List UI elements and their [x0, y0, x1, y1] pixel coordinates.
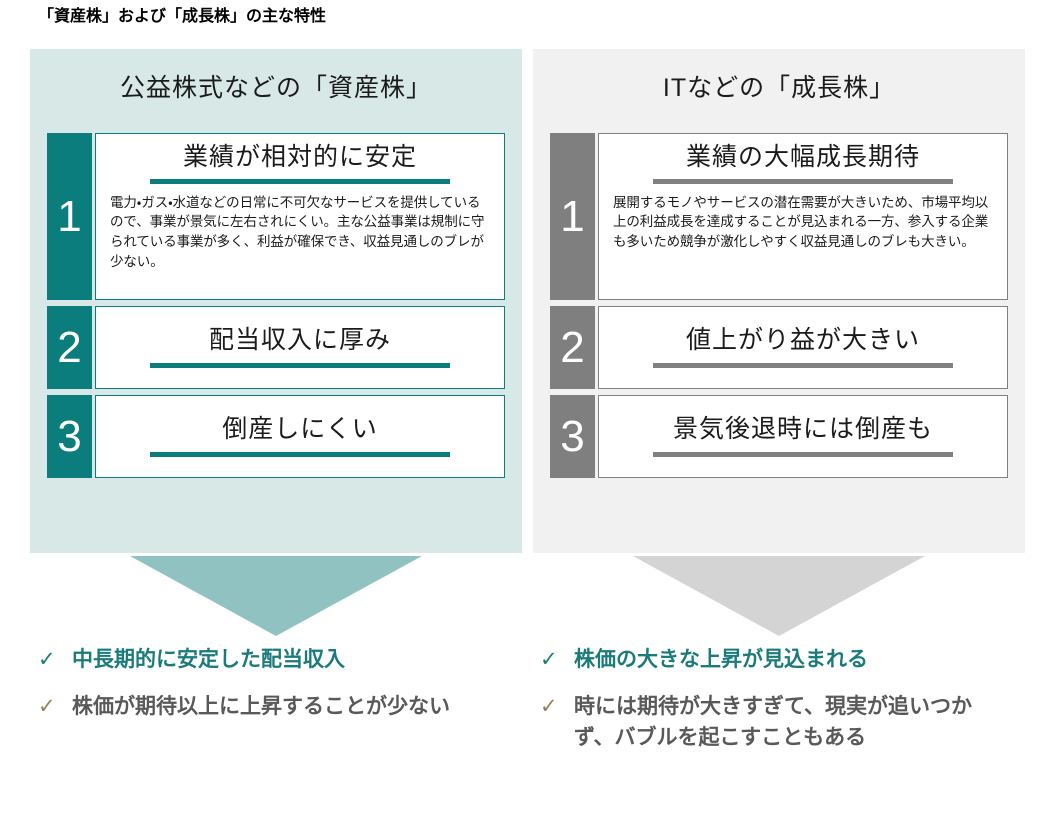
panel-asset-stock: 公益株式などの「資産株」 1 業績が相対的に安定 電力・ガス・水道などの日常に不…: [30, 49, 522, 553]
outcome-text: 株価が期待以上に上昇することが少ない: [72, 695, 450, 719]
item-list-growth-stock: 1 業績の大幅成長期待 展開するモノやサービスの潜在需要が大きいため、市場平均以…: [550, 133, 1008, 484]
outcome-list-growth-stock: ✓ 株価の大きな上昇が見込まれる ✓ 時には期待が大きすぎて、現実が追いつかず、…: [540, 645, 1010, 770]
item-row[interactable]: 3 倒産しにくい: [47, 395, 505, 478]
item-content: 値上がり益が大きい: [598, 306, 1008, 389]
down-arrow-icon-asset-stock: [130, 556, 422, 636]
list-item: ✓ 株価の大きな上昇が見込まれる: [540, 645, 1010, 675]
check-icon: ✓: [540, 695, 558, 719]
list-item: ✓ 中長期的に安定した配当収入: [38, 645, 508, 675]
item-row[interactable]: 2 値上がり益が大きい: [550, 306, 1008, 389]
panel-heading-growth-stock: ITなどの「成長株」: [662, 74, 896, 102]
item-content: 業績が相対的に安定 電力・ガス・水道などの日常に不可欠なサービスを提供しているの…: [95, 133, 505, 300]
item-number-badge: 2: [550, 306, 595, 389]
item-number-badge: 3: [47, 395, 92, 478]
item-description: 電力・ガス・水道などの日常に不可欠なサービスを提供しているので、事業が景気に左右…: [110, 194, 485, 270]
page-title: 「資産株」および「成長株」の主な特性: [38, 8, 327, 25]
item-title: 景気後退時には倒産も: [672, 414, 933, 443]
item-description: 展開するモノやサービスの潜在需要が大きいため、市場平均以上の利益成長を達成するこ…: [613, 194, 989, 250]
check-icon: ✓: [540, 648, 558, 671]
list-item: ✓ 時には期待が大きすぎて、現実が追いつかず、バブルを起こすこともある: [540, 692, 1010, 753]
item-underline-rule: [149, 363, 451, 369]
item-row[interactable]: 1 業績が相対的に安定 電力・ガス・水道などの日常に不可欠なサービスを提供してい…: [47, 133, 505, 300]
item-underline-rule: [652, 452, 954, 458]
item-content: 倒産しにくい: [95, 395, 505, 478]
check-icon: ✓: [38, 695, 56, 719]
item-title: 業績が相対的に安定: [182, 143, 417, 171]
item-row[interactable]: 3 景気後退時には倒産も: [550, 395, 1008, 478]
outcome-text: 中長期的に安定した配当収入: [72, 648, 345, 671]
item-title: 配当収入に厚み: [208, 325, 391, 354]
item-number-badge: 3: [550, 395, 595, 478]
panel-growth-stock: ITなどの「成長株」 1 業績の大幅成長期待 展開するモノやサービスの潜在需要が…: [533, 49, 1025, 553]
item-content: 景気後退時には倒産も: [598, 395, 1008, 478]
item-underline-rule: [652, 178, 954, 184]
item-row[interactable]: 2 配当収入に厚み: [47, 306, 505, 389]
item-number-badge: 2: [47, 306, 92, 389]
item-title: 業績の大幅成長期待: [685, 143, 920, 171]
check-icon: ✓: [38, 648, 56, 671]
outcome-text: 時には期待が大きすぎて、現実が追いつかず、バブルを起こすこともある: [574, 695, 972, 749]
item-underline-rule: [149, 452, 451, 458]
item-number-badge: 1: [47, 133, 92, 300]
item-row[interactable]: 1 業績の大幅成長期待 展開するモノやサービスの潜在需要が大きいため、市場平均以…: [550, 133, 1008, 300]
item-title: 倒産しにくい: [222, 414, 378, 443]
outcome-list-asset-stock: ✓ 中長期的に安定した配当収入 ✓ 株価が期待以上に上昇することが少ない: [38, 645, 508, 740]
item-underline-rule: [149, 178, 451, 184]
down-arrow-icon-growth-stock: [633, 556, 925, 636]
item-underline-rule: [652, 363, 954, 369]
item-content: 業績の大幅成長期待 展開するモノやサービスの潜在需要が大きいため、市場平均以上の…: [598, 133, 1008, 300]
item-number-badge: 1: [550, 133, 595, 300]
outcome-text: 株価の大きな上昇が見込まれる: [574, 648, 868, 671]
item-list-asset-stock: 1 業績が相対的に安定 電力・ガス・水道などの日常に不可欠なサービスを提供してい…: [47, 133, 505, 484]
list-item: ✓ 株価が期待以上に上昇することが少ない: [38, 692, 508, 722]
item-title: 値上がり益が大きい: [685, 325, 920, 354]
panel-heading-asset-stock: 公益株式などの「資産株」: [119, 74, 432, 102]
item-content: 配当収入に厚み: [95, 306, 505, 389]
